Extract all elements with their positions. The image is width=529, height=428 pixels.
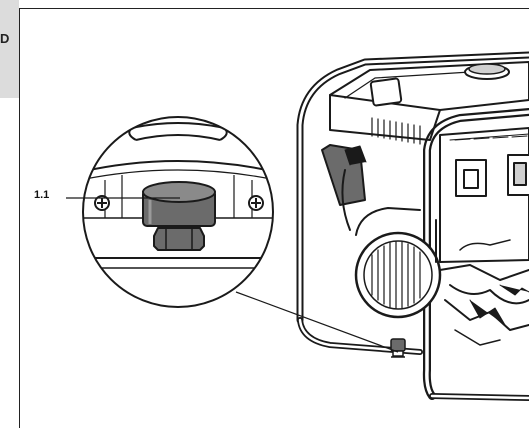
generator-foot-small [390,338,406,358]
figure-frame [19,8,529,428]
callout-label-1-1: 1.1 [34,189,50,201]
generator-illustration [66,51,529,401]
magnifier-leader-line [235,291,399,353]
magnified-detail [82,116,274,308]
section-tab: D [0,0,19,98]
section-tab-label: D [0,31,10,46]
generator-body [296,51,529,401]
